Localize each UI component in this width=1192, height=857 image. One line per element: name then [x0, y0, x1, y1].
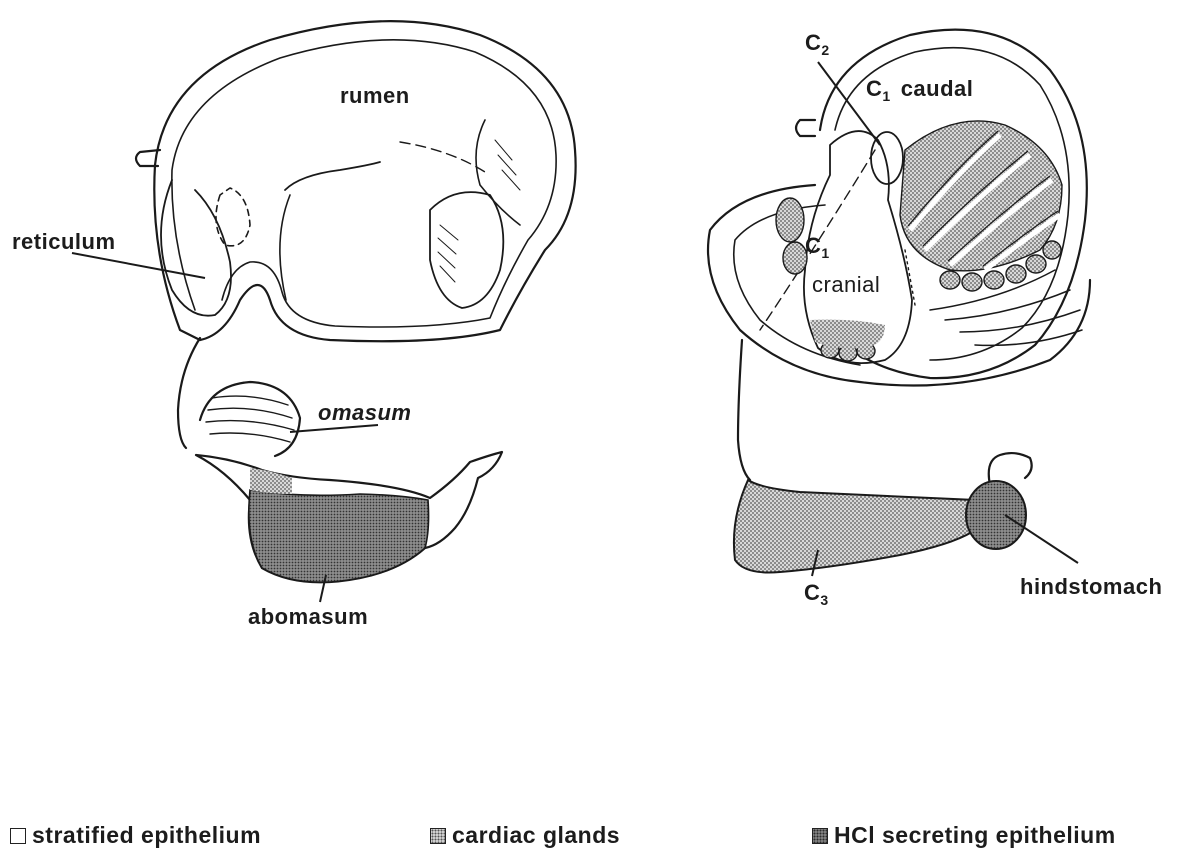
omasum-leader [290, 425, 378, 432]
c1-cranial-code-label: C1 [805, 233, 830, 259]
abomasum-cardiac-region [250, 468, 292, 494]
legend-swatch-hcl [812, 828, 828, 844]
c2-label-sub: 2 [821, 42, 829, 58]
c3-label-sub: 3 [820, 592, 828, 608]
rumen-dashed-fold [400, 142, 485, 172]
legend-label-stratified: stratified epithelium [32, 822, 261, 849]
reticulum-leader [72, 253, 205, 278]
omasum-label: omasum [318, 400, 411, 426]
c1-cranial-label-base: C [805, 233, 821, 258]
c1-caudal-label: C1 caudal [866, 76, 973, 102]
c3-label-base: C [804, 580, 820, 605]
c1-cranial-label-sub: 1 [821, 245, 829, 261]
c1-caudal-label-base: C [866, 76, 882, 101]
legend-item-hcl: HCl secreting epithelium [812, 822, 1116, 849]
reticulum-label: reticulum [12, 229, 116, 255]
c2-label-base: C [805, 30, 821, 55]
legend-swatch-cardiac [430, 828, 446, 844]
rumen-hatching [438, 140, 520, 282]
legend-label-hcl: HCl secreting epithelium [834, 822, 1116, 849]
camelid-esophagus [796, 120, 815, 136]
camelid-connecting-tube [738, 340, 750, 480]
rumen-pillar-cranial [280, 195, 290, 300]
abomasum-label: abomasum [248, 604, 368, 630]
c1-dotted-boundary [905, 250, 915, 305]
legend-item-cardiac: cardiac glands [430, 822, 620, 849]
abomasum-hcl-region [249, 490, 429, 582]
rumen-dorsal-sac-fold [430, 192, 503, 308]
hindstomach-region [966, 481, 1026, 549]
c2-label: C2 [805, 30, 830, 56]
omasum-leaves [206, 396, 294, 442]
c3-body [734, 480, 976, 573]
rumen-label: rumen [340, 83, 410, 109]
ruminant-connecting-tube [178, 338, 200, 448]
rumen-pillar-left [285, 162, 380, 190]
c1-cranial-floor-glands [810, 320, 885, 349]
c1-caudal-label-sub: 1 [882, 88, 890, 104]
omasum-body [200, 382, 300, 456]
legend-label-cardiac: cardiac glands [452, 822, 620, 849]
c1-caudal-label-word: caudal [901, 76, 974, 101]
legend-item-stratified: stratified epithelium [10, 822, 261, 849]
reticulum-pouch [161, 180, 231, 316]
c1-cranial-word-label: cranial [812, 272, 880, 298]
legend-swatch-stratified [10, 828, 26, 844]
c3-label: C3 [804, 580, 829, 606]
reticulo-omasal-orifice [216, 188, 250, 246]
hindstomach-label: hindstomach [1020, 574, 1162, 600]
